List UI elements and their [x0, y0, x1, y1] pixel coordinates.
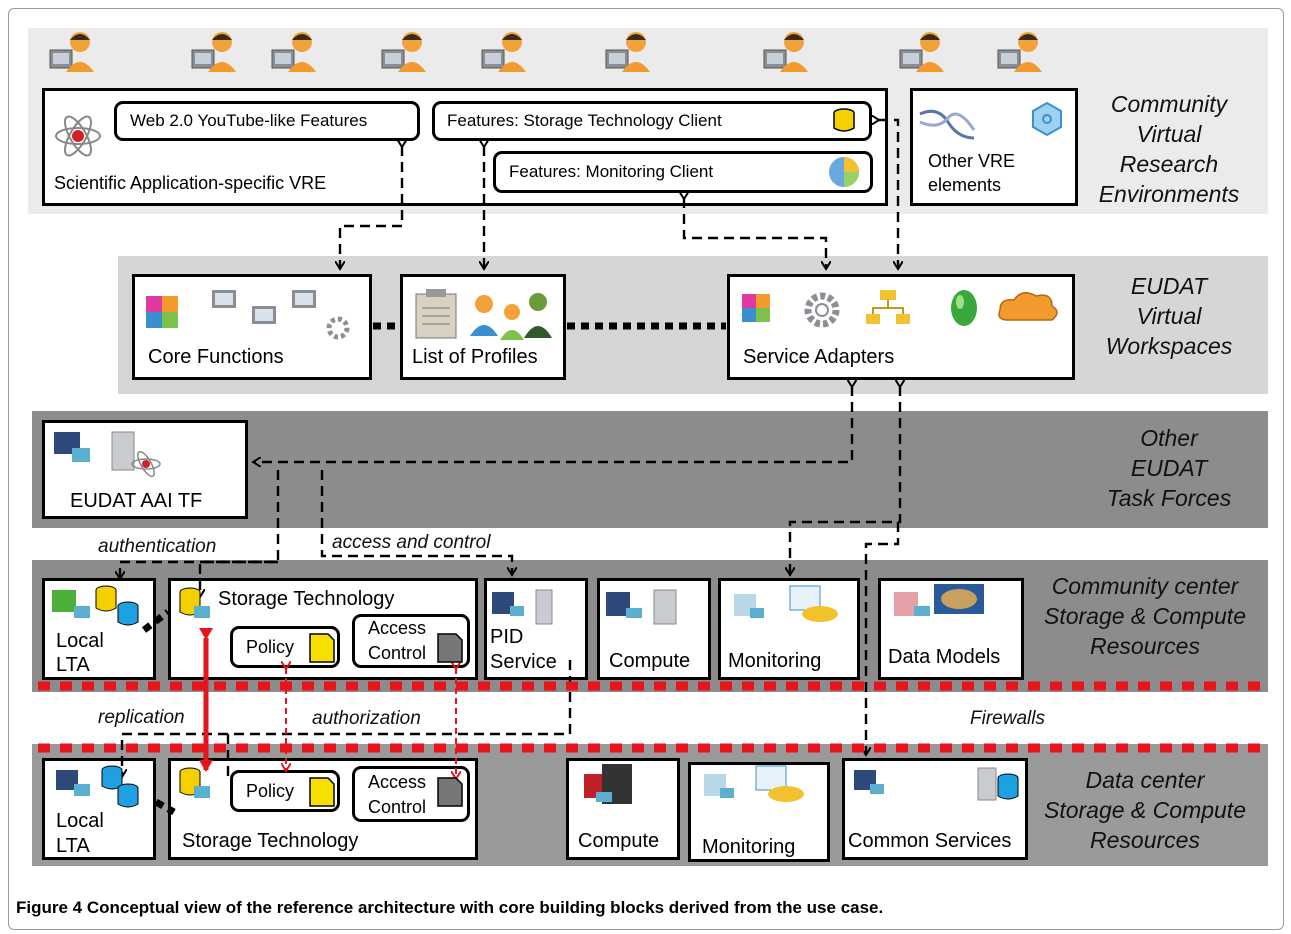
user-icon: [191, 31, 237, 73]
youtube-features-box: [114, 101, 420, 141]
puzzle-icon: [742, 294, 770, 322]
server-icon: [54, 431, 135, 471]
community-compute-label: Compute: [609, 650, 691, 672]
database-icon: [833, 108, 855, 132]
monitoring-client-label: Features: Monitoring Client: [509, 162, 714, 181]
pid-service-label-2: Service: [490, 651, 557, 673]
globe-icon: [894, 584, 984, 616]
server-icon: [606, 589, 677, 625]
atom-icon: [55, 115, 101, 157]
figure-caption-text: Conceptual view of the reference archite…: [82, 898, 884, 917]
dc-access-label-2: Control: [368, 797, 427, 817]
user-icon: [271, 31, 317, 73]
pie-chart-icon: [829, 157, 859, 187]
molecule-icon: [1032, 101, 1062, 137]
computer-icon: [212, 290, 316, 324]
community-access-label-2: Control: [368, 643, 427, 663]
authentication-label: authentication: [98, 536, 217, 557]
eudat-aai-label: EUDAT AAI TF: [70, 490, 203, 512]
gear-icon: [804, 292, 840, 328]
dc-policy-label: Policy: [246, 781, 295, 801]
community-icons: [52, 584, 984, 626]
service-adapters-box: [727, 274, 1075, 380]
figure-caption: Figure 4 Conceptual view of the referenc…: [16, 898, 883, 918]
access-and-control-label: access and control: [332, 532, 491, 553]
pie-chart-icon: [734, 585, 838, 622]
storage-client-box: [432, 101, 872, 141]
common-services-label: Common Services: [848, 830, 1012, 852]
community-monitoring-label: Monitoring: [728, 650, 822, 672]
firewalls-label: Firewalls: [970, 708, 1045, 729]
users-row: [49, 31, 1043, 73]
core-functions-box: [132, 274, 372, 380]
core-functions-icons: [146, 290, 350, 340]
service-adapters-label: Service Adapters: [743, 346, 895, 368]
hierarchy-icon: [866, 290, 910, 324]
scientific-vre-label: Scientific Application-specific VRE: [54, 173, 327, 193]
user-icon: [605, 31, 651, 73]
community-local-lta-label-2: LTA: [56, 654, 90, 676]
dc-compute-label: Compute: [578, 830, 660, 852]
authorization-label: authorization: [312, 708, 421, 729]
aai-icons: [54, 431, 161, 478]
community-access-label-1: Access: [368, 618, 427, 638]
database-icon: [101, 765, 210, 808]
data-models-label: Data Models: [888, 646, 1001, 668]
user-icon: [997, 31, 1043, 73]
user-icon: [899, 31, 945, 73]
user-icon: [763, 31, 809, 73]
dc-access-label-1: Access: [368, 772, 427, 792]
user-icon: [49, 31, 95, 73]
youtube-features-label: Web 2.0 YouTube-like Features: [130, 111, 368, 130]
server-icon: [854, 767, 1019, 801]
user-icon: [481, 31, 527, 73]
core-functions-label: Core Functions: [148, 346, 284, 368]
figure-number: Figure 4: [16, 898, 83, 917]
other-vre-label-2: elements: [928, 175, 1002, 195]
datacenter-icons: [56, 764, 1019, 808]
document-icon: [309, 633, 463, 663]
clipboard-icon: [415, 289, 552, 340]
atom-icon: [131, 450, 161, 478]
server-icon: [492, 589, 553, 625]
community-local-lta-label-1: Local: [56, 630, 104, 652]
database-icon: [179, 587, 210, 618]
puzzle-icon: [146, 296, 178, 328]
globe-icon: [951, 290, 977, 326]
cloud-icon: [998, 292, 1058, 321]
dc-local-lta-label-2: LTA: [56, 835, 90, 857]
dc-monitoring-label: Monitoring: [702, 836, 796, 858]
service-adapter-icons: [742, 290, 1058, 328]
list-of-profiles-label: List of Profiles: [412, 346, 538, 368]
pie-chart-icon: [704, 765, 804, 802]
community-storage-label: Storage Technology: [218, 588, 395, 610]
user-icon: [381, 31, 427, 73]
document-icon: [309, 777, 463, 807]
replication-label: replication: [98, 707, 185, 728]
dc-local-lta-label-1: Local: [56, 810, 104, 832]
dna-icon: [919, 109, 976, 140]
storage-client-label: Features: Storage Technology Client: [447, 111, 722, 130]
server-icon: [584, 764, 632, 804]
pid-service-label-1: PID: [490, 626, 524, 648]
other-vre-label-1: Other VRE: [928, 151, 1016, 171]
gear-icon: [326, 316, 350, 340]
community-policy-label: Policy: [246, 637, 295, 657]
database-icon: [95, 585, 139, 626]
dc-storage-label: Storage Technology: [182, 830, 359, 852]
